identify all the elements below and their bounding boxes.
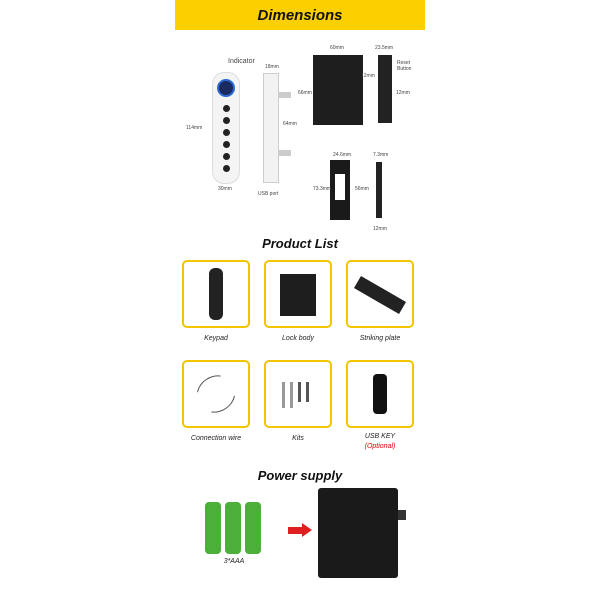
- body-width-label: 60mm: [330, 45, 344, 51]
- batteries-image: [205, 502, 261, 554]
- plate-width-label: 24.6mm: [333, 152, 352, 158]
- post-bottom: [279, 150, 291, 156]
- usb-key-label: USB KEY: [364, 433, 396, 440]
- body-height-label: 66mm: [298, 90, 312, 96]
- dimensions-title: Dimensions: [257, 6, 343, 24]
- lock-body-box: [264, 260, 332, 328]
- lock-side-image: [378, 55, 392, 123]
- striking-plate-box: [346, 260, 414, 328]
- depth-label: 18mm: [265, 64, 279, 70]
- plate-thickness-label: 12mm: [373, 226, 387, 232]
- power-supply-title: Power supply: [257, 468, 343, 483]
- width-label: 30mm: [218, 186, 232, 192]
- span-label: 64mm: [283, 121, 297, 127]
- plate-inner-label: 56mm: [355, 186, 369, 192]
- keypad-front-image: [212, 72, 240, 184]
- side-bolt-label: 12mm: [396, 90, 410, 96]
- dimensions-banner: Dimensions: [175, 0, 425, 30]
- lock-battery-image: [318, 488, 398, 578]
- arrow-icon: [288, 527, 302, 534]
- connection-wire-box: [182, 360, 250, 428]
- keypad-box: [182, 260, 250, 328]
- arrow-head-icon: [302, 523, 312, 537]
- lock-bolt: [398, 510, 406, 520]
- striking-plate-image: [330, 160, 350, 220]
- plate-side-image: [376, 162, 382, 218]
- battery-label: 3*AAA: [223, 558, 245, 565]
- keypad-side-image: [263, 73, 279, 183]
- lock-body-image: [313, 55, 363, 125]
- usb-key-note: (Optional): [364, 443, 396, 450]
- product-list-title: Product List: [262, 236, 338, 251]
- bolt-label: 12mm: [361, 73, 375, 79]
- lock-body-label: Lock body: [282, 335, 314, 342]
- striking-plate-label: Striking plate: [359, 335, 401, 342]
- indicator-label: Indicator: [228, 58, 255, 65]
- kits-box: [264, 360, 332, 428]
- plate-depth-label: 7.3mm: [373, 152, 389, 158]
- post-top: [279, 92, 291, 98]
- connection-wire-label: Connection wire: [190, 435, 242, 442]
- usb-key-box: [346, 360, 414, 428]
- plate-height-label: 73.3mm: [313, 186, 332, 192]
- keypad-label: Keypad: [204, 335, 228, 342]
- usb-port-label: USB port: [258, 191, 279, 197]
- side-depth-label: 23.5mm: [375, 45, 394, 51]
- height-label: 114mm: [186, 125, 203, 131]
- reset-button-label: Reset Button: [397, 60, 412, 72]
- kits-label: Kits: [292, 435, 304, 442]
